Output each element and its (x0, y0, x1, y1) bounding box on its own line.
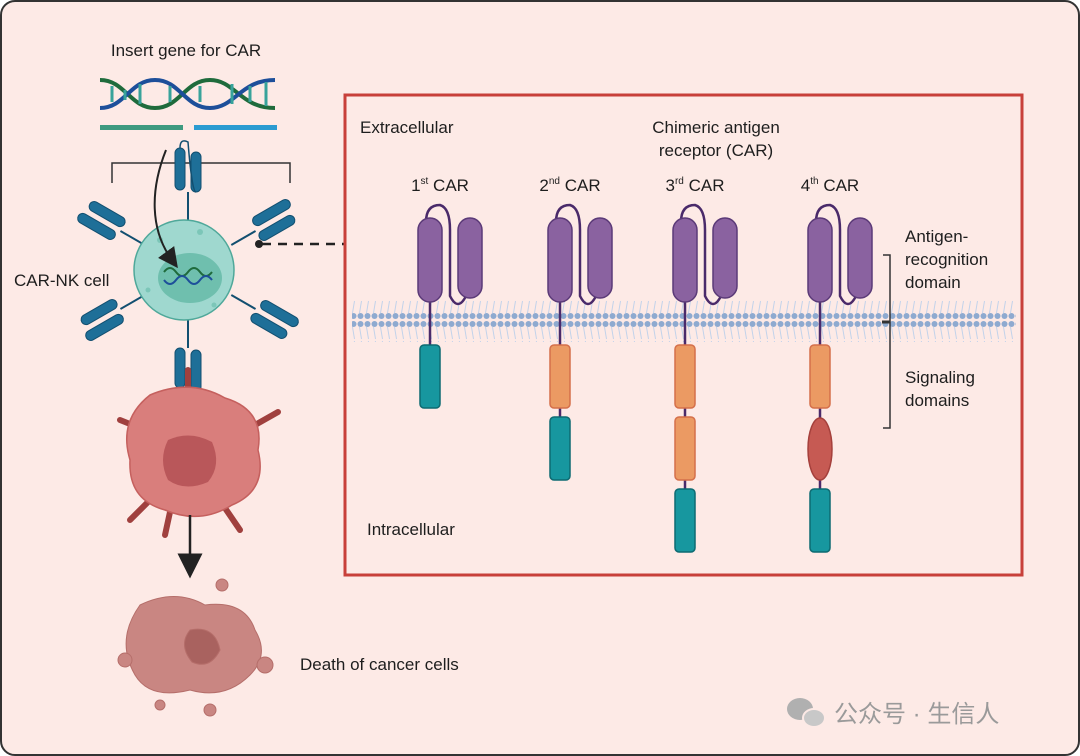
car-linker (679, 203, 723, 306)
intracellular-label: Intracellular (367, 520, 455, 539)
scfv-heavy-domain (672, 217, 698, 303)
nk-cell (133, 219, 235, 321)
signaling-label-line1: Signaling (905, 368, 975, 387)
car-linker (424, 203, 468, 306)
costimulatory-domain (674, 344, 696, 409)
car-linker (554, 203, 598, 306)
costimulatory-domain (674, 416, 696, 481)
scfv-light-domain (587, 217, 613, 299)
car-generation-label: 4th CAR (801, 176, 859, 195)
domain-brackets (882, 254, 891, 429)
scfv-light-domain (847, 217, 873, 299)
costimulatory-domain (549, 344, 571, 409)
dead-cell-debris (117, 578, 274, 717)
gene-insertion-arrow (153, 149, 178, 269)
extracellular-label: Extracellular (360, 118, 454, 137)
scfv-heavy-domain (807, 217, 833, 303)
costimulatory-domain (807, 417, 833, 481)
gene-segment-blue (194, 125, 277, 130)
scfv-heavy-domain (417, 217, 443, 303)
dna-icon (99, 77, 276, 111)
signaling-label-line2: domains (905, 391, 969, 410)
nk-receptors (77, 140, 299, 393)
car-generation-4: 4th CAR (801, 176, 873, 553)
watermark-text: 公众号 · 生信人 (834, 701, 999, 728)
costimulatory-domain (809, 344, 831, 409)
cd3z-signaling-domain (809, 488, 831, 553)
scfv-light-domain (712, 217, 738, 299)
scfv-light-domain (457, 217, 483, 299)
car-generation-3: 3rd CAR (666, 176, 738, 553)
car-title-line1: Chimeric antigen (652, 118, 780, 137)
car-generation-label: 2nd CAR (539, 176, 600, 195)
car-generation-label: 1st CAR (411, 176, 469, 195)
death-label: Death of cancer cells (300, 655, 459, 674)
antigen-label-line2: recognition (905, 250, 988, 269)
car-generation-1: 1st CAR (411, 176, 483, 409)
car-linker (814, 203, 858, 306)
car-title-line2: receptor (CAR) (659, 141, 773, 160)
car-generation-2: 2nd CAR (539, 176, 613, 481)
antigen-label-line3: domain (905, 273, 961, 292)
car-generation-label: 3rd CAR (666, 176, 725, 195)
antigen-label-line1: Antigen- (905, 227, 968, 246)
cancer-cell (117, 367, 281, 538)
cd3z-signaling-domain (419, 344, 441, 409)
cd3z-signaling-domain (549, 416, 571, 481)
insert-gene-label: Insert gene for CAR (111, 41, 261, 60)
car-nk-cell-label: CAR-NK cell (14, 271, 109, 290)
cd3z-signaling-domain (674, 488, 696, 553)
wechat-icon (787, 698, 826, 728)
scfv-heavy-domain (547, 217, 573, 303)
gene-segment-green (100, 125, 183, 130)
